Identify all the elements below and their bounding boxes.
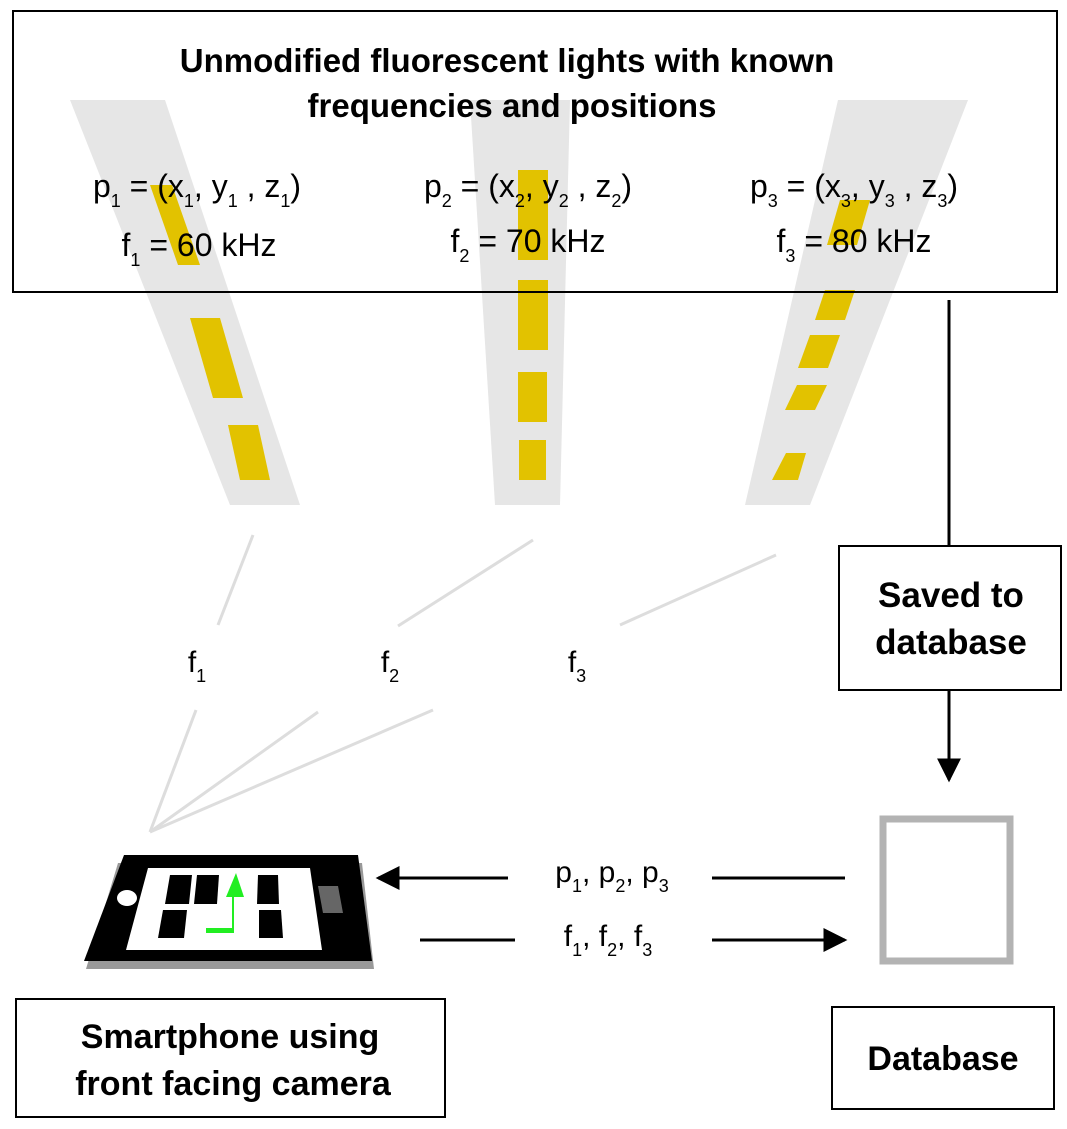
light-3-dash: [815, 290, 855, 320]
saved-to-database-box: [838, 545, 1062, 691]
light-3-dash: [827, 200, 870, 245]
smartphone-label-line1: Smartphone using: [81, 1018, 379, 1056]
ray-label-f2: f2: [381, 646, 399, 686]
header-title-line1: Unmodified fluorescent lights with known: [180, 42, 835, 79]
light-1-dash: [228, 425, 270, 480]
ray-label-f3: f3: [568, 646, 586, 686]
ray-3-lower: [149, 708, 434, 834]
light-rays: [148, 534, 777, 834]
frequencies-label: f1, f2, f3: [564, 920, 652, 960]
light-3-dash: [772, 453, 806, 480]
header-title-line2: frequencies and positions: [308, 87, 717, 124]
smartphone-label-box: [15, 998, 446, 1118]
smartphone-icon: [84, 855, 374, 969]
lights-header-box: [12, 10, 1058, 293]
light-1-dash: [190, 318, 243, 398]
light-2-frequency: f2 = 70 kHz: [451, 223, 606, 266]
light-2-dash: [518, 170, 548, 260]
light-2-dash: [519, 440, 546, 480]
ray-1-lower: [148, 709, 198, 833]
light-2-dash: [518, 280, 548, 350]
light-3-dash: [785, 385, 827, 410]
light-3-position: p3 = (x3, y3 , z3): [750, 168, 958, 211]
ray-1-upper: [216, 534, 255, 626]
database-label: Database: [867, 1040, 1018, 1078]
smartphone-label-line2: front facing camera: [75, 1065, 392, 1103]
light-1-frequency: f1 = 60 kHz: [122, 227, 277, 270]
ray-2-upper: [397, 538, 534, 628]
light-3-beam: [745, 100, 968, 505]
ray-3-upper: [619, 553, 777, 627]
light-3-dash: [798, 335, 840, 368]
saved-box-line2: database: [875, 623, 1027, 662]
light-1-beam: [70, 100, 300, 505]
light-2-dash: [518, 372, 547, 422]
light-1-position: p1 = (x1, y1 , z1): [93, 168, 301, 211]
light-1-dash: [150, 185, 200, 265]
ray-label-f1: f1: [188, 646, 206, 686]
navigation-arrow-icon: [206, 873, 244, 933]
database-icon: [879, 815, 1014, 965]
ray-2-lower: [149, 710, 319, 834]
light-3-frequency: f3 = 80 kHz: [777, 223, 932, 266]
database-label-box: [831, 1006, 1055, 1110]
saved-box-line1: Saved to: [878, 576, 1024, 615]
light-2-position: p2 = (x2, y2 , z2): [424, 168, 632, 211]
positions-label: p1, p2, p3: [555, 856, 668, 896]
